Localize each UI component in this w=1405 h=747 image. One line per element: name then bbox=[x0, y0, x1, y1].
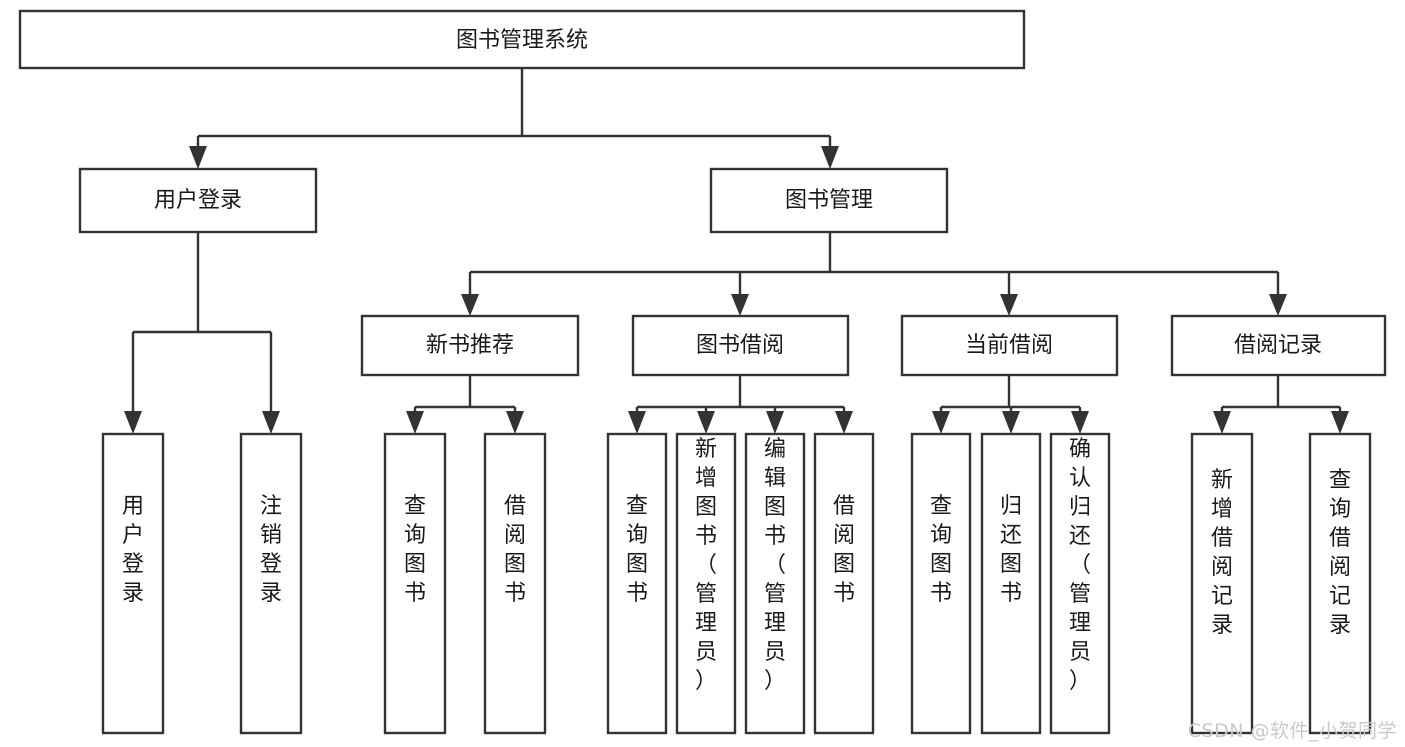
leaf-return-book-box[interactable] bbox=[980, 432, 1042, 735]
leaf-confirm-return-box[interactable] bbox=[1049, 432, 1111, 735]
leaf-query-book-3-label: 查询图书 bbox=[930, 494, 952, 606]
current-borrow-label: 当前借阅 bbox=[965, 333, 1053, 358]
leaf-query-book-1-label: 查询图书 bbox=[404, 494, 426, 606]
leaf-borrow-book-1-box[interactable] bbox=[483, 432, 547, 735]
node-new-book-rec[interactable]: 新书推荐 bbox=[360, 314, 580, 377]
leaf-node-query-record[interactable]: 查询借阅记录 bbox=[1308, 432, 1372, 735]
arrow-to-leaf-add-book bbox=[697, 411, 715, 434]
arrow-to-leaf-logout bbox=[262, 411, 280, 434]
connectors-layer bbox=[124, 68, 1349, 434]
root-box[interactable] bbox=[18, 9, 1026, 70]
new-book-rec-label: 新书推荐 bbox=[426, 333, 514, 358]
arrow-to-book-manage bbox=[821, 146, 839, 169]
connector-current-borrow-trunk bbox=[939, 375, 1082, 416]
leaf-query-book-3-box[interactable] bbox=[910, 432, 972, 735]
arrow-to-new-book-rec bbox=[461, 294, 479, 316]
book-manage-box[interactable] bbox=[709, 167, 949, 234]
borrow-record-box[interactable] bbox=[1170, 314, 1387, 377]
arrow-to-leaf-confirm-return bbox=[1071, 411, 1089, 434]
leaf-add-book-label: 新增图书（管理员） bbox=[695, 437, 717, 694]
leaf-node-query-book-2[interactable]: 查询图书 bbox=[606, 432, 668, 735]
leaf-query-book-2-box[interactable] bbox=[606, 432, 668, 735]
arrow-to-leaf-query-record bbox=[1331, 411, 1349, 434]
arrow-to-leaf-query-book-2 bbox=[628, 411, 646, 434]
node-book-borrow[interactable]: 图书借阅 bbox=[631, 314, 850, 377]
leaf-query-record-box[interactable] bbox=[1308, 432, 1372, 735]
connector-new-book-rec-trunk bbox=[413, 375, 517, 416]
borrow-record-label: 借阅记录 bbox=[1234, 333, 1322, 358]
arrow-to-book-borrow bbox=[731, 294, 749, 316]
node-borrow-record[interactable]: 借阅记录 bbox=[1170, 314, 1387, 377]
connector-book-borrow-trunk bbox=[635, 375, 846, 416]
leaf-edit-book-box[interactable] bbox=[744, 432, 806, 735]
arrow-to-borrow-record bbox=[1269, 294, 1287, 316]
arrow-to-leaf-borrow-book-1 bbox=[506, 411, 524, 434]
connector-book-manage-trunk bbox=[468, 232, 1280, 299]
node-current-borrow[interactable]: 当前借阅 bbox=[900, 314, 1119, 377]
arrow-to-current-borrow bbox=[1000, 294, 1018, 316]
leaf-add-record-box[interactable] bbox=[1190, 432, 1254, 735]
leaf-logout-box[interactable] bbox=[239, 432, 303, 735]
leaf-node-user-login[interactable]: 用户登录 bbox=[101, 432, 165, 735]
arrow-to-leaf-edit-book bbox=[766, 411, 784, 434]
leaf-logout-label: 注销登录 bbox=[260, 494, 282, 606]
arrow-to-leaf-query-book-1 bbox=[406, 411, 424, 434]
connector-user-login-trunk bbox=[131, 232, 273, 416]
leaf-query-book-2-label: 查询图书 bbox=[626, 494, 648, 606]
leaf-add-book-box[interactable] bbox=[675, 432, 737, 735]
leaf-query-record-label: 查询借阅记录 bbox=[1329, 468, 1351, 638]
leaf-borrow-book-2-label: 借阅图书 bbox=[833, 494, 855, 606]
leaf-node-confirm-return[interactable]: 确认归还（管理员） bbox=[1049, 432, 1111, 735]
leaf-node-query-book-1[interactable]: 查询图书 bbox=[383, 432, 447, 735]
leaf-node-add-record[interactable]: 新增借阅记录 bbox=[1190, 432, 1254, 735]
root-label: 图书管理系统 bbox=[456, 28, 588, 53]
leaf-edit-book-label: 编辑图书（管理员） bbox=[764, 437, 786, 694]
leaf-node-logout[interactable]: 注销登录 bbox=[239, 432, 303, 735]
book-borrow-label: 图书借阅 bbox=[696, 333, 784, 358]
book-borrow-box[interactable] bbox=[631, 314, 850, 377]
node-user-login[interactable]: 用户登录 bbox=[78, 167, 318, 234]
leaf-confirm-return-label: 确认归还（管理员） bbox=[1069, 437, 1091, 694]
node-root[interactable]: 图书管理系统 bbox=[18, 9, 1026, 70]
leaf-query-book-1-box[interactable] bbox=[383, 432, 447, 735]
arrow-to-leaf-add-record bbox=[1213, 411, 1231, 434]
book-manage-label: 图书管理 bbox=[785, 188, 873, 213]
csdn-watermark: CSDN @软件_小贺同学 bbox=[1187, 720, 1397, 742]
arrow-to-user-login bbox=[189, 146, 207, 169]
user-login-box[interactable] bbox=[78, 167, 318, 234]
current-borrow-box[interactable] bbox=[900, 314, 1119, 377]
leaf-node-edit-book[interactable]: 编辑图书（管理员） bbox=[744, 432, 806, 735]
arrow-to-leaf-user-login bbox=[124, 411, 142, 434]
node-book-manage[interactable]: 图书管理 bbox=[709, 167, 949, 234]
leaf-node-add-book[interactable]: 新增图书（管理员） bbox=[675, 432, 737, 735]
leaf-node-return-book[interactable]: 归还图书 bbox=[980, 432, 1042, 735]
leaf-borrow-book-2-box[interactable] bbox=[813, 432, 875, 735]
leaf-user-login-box[interactable] bbox=[101, 432, 165, 735]
connector-root-trunk bbox=[196, 68, 832, 151]
connector-borrow-record-trunk bbox=[1220, 375, 1342, 416]
leaf-return-book-label: 归还图书 bbox=[1000, 494, 1022, 606]
leaf-node-borrow-book-2[interactable]: 借阅图书 bbox=[813, 432, 875, 735]
arrow-to-leaf-borrow-book-2 bbox=[835, 411, 853, 434]
new-book-rec-box[interactable] bbox=[360, 314, 580, 377]
leaf-nodes-layer: 用户登录 注销登录 查询图书 借阅图书 查询图书 新增图书（管理员） bbox=[101, 432, 1372, 735]
leaf-node-borrow-book-1[interactable]: 借阅图书 bbox=[483, 432, 547, 735]
arrow-to-leaf-return-book bbox=[1002, 411, 1020, 434]
leaf-node-query-book-3[interactable]: 查询图书 bbox=[910, 432, 972, 735]
leaf-borrow-book-1-label: 借阅图书 bbox=[504, 494, 526, 606]
user-login-label: 用户登录 bbox=[154, 188, 242, 213]
leaf-add-record-label: 新增借阅记录 bbox=[1211, 468, 1233, 638]
leaf-user-login-label: 用户登录 bbox=[122, 494, 144, 606]
arrow-to-leaf-query-book-3 bbox=[932, 411, 950, 434]
